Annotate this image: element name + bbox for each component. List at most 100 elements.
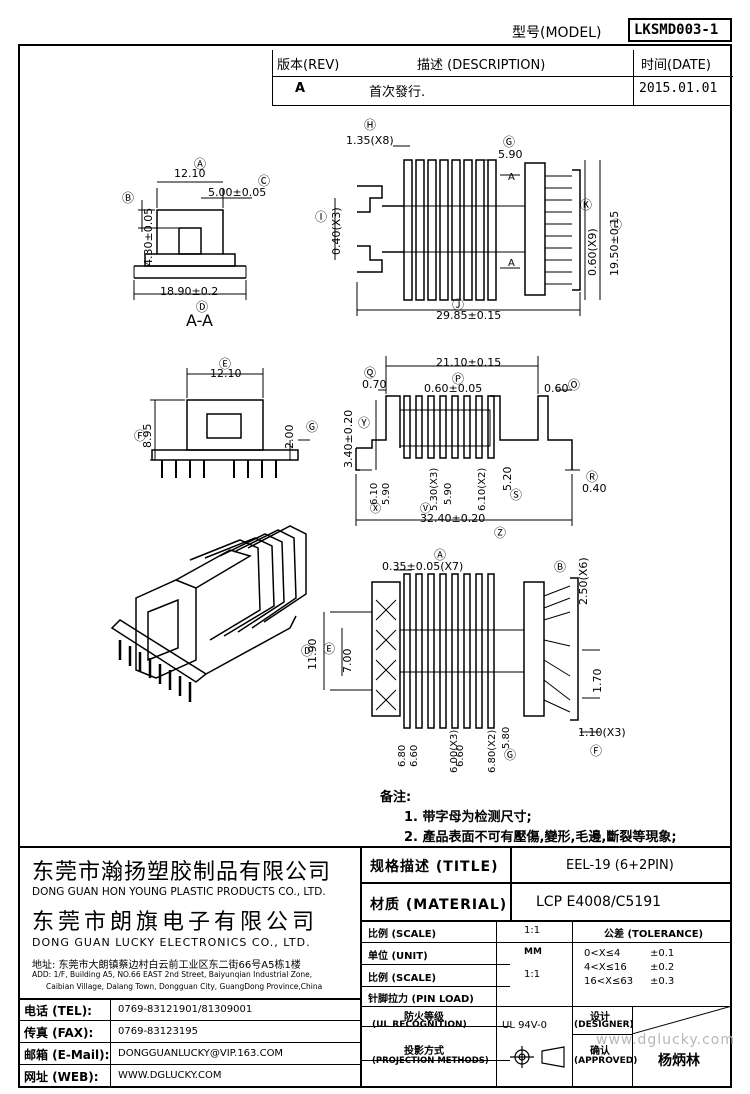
dim-L1: 6.80 [397, 744, 408, 767]
fax-label: 传真 (FAX): [24, 1026, 94, 1040]
dim-D1-circle: Ⓓ [301, 644, 314, 658]
plan-view [334, 145, 601, 316]
notes-title: 备注: [380, 790, 412, 805]
company-name-1-cn: 东莞市瀚扬塑胶制品有限公司 [32, 860, 332, 885]
title-value: EEL-19 (6+2PIN) [566, 858, 674, 873]
notes-line-2: 2. 產品表面不可有壓傷,變形,毛邊,斷裂等現象; [404, 830, 677, 845]
scale2-label: 比例 (SCALE) [368, 973, 437, 984]
date-label: 时间(DATE) [641, 58, 711, 73]
approved-value: 杨炳林 [658, 1053, 700, 1069]
dim-G-circle: Ⓖ [306, 420, 319, 434]
dim-B1: 2.50(X6) [577, 557, 590, 605]
dim-A1: 0.35±0.05(X7) [382, 560, 464, 573]
dim-O-circle: Ⓞ [568, 378, 581, 392]
dim-W: 5.90 [381, 482, 392, 505]
dim-C-circle: Ⓒ [258, 174, 271, 188]
dim-L-circle: Ⓚ [580, 198, 593, 212]
company-address-en-1: ADD: 1/F, Building A5, NO.66 EAST 2nd St… [32, 970, 313, 979]
company-address-en-2: Caibian Village, Dalang Town, Dongguan C… [46, 982, 323, 991]
projection-label-cn: 投影方式 [404, 1046, 444, 1057]
company-address-cn: 地址: 东莞市大朗镇蔡边村白云前工业区东二街66号A5栋1楼 [32, 960, 301, 971]
dim-Z: 32.40±0.20 [420, 512, 486, 525]
unit-label: 单位 (UNIT) [368, 951, 428, 962]
dim-C: 5.00±0.05 [208, 186, 267, 199]
front-view-right-fins [403, 395, 495, 459]
revision-table: 版本(REV) 描述 (DESCRIPTION) 时间(DATE) A 首次發行… [272, 50, 733, 106]
dim-H1: 6.80(X2) [487, 729, 498, 773]
arrow-A-top: A [508, 172, 515, 183]
scale2-value: 1:1 [524, 969, 541, 980]
dim-J-circle: Ⓘ [315, 210, 328, 224]
title-block: 东莞市瀚扬塑胶制品有限公司 DONG GUAN HON YOUNG PLASTI… [18, 846, 735, 1088]
dim-C1-1: 11.90 [306, 638, 319, 671]
notes-line-1: 1. 带字母为检测尺寸; [404, 810, 532, 825]
dim-A: 12.10 [174, 167, 206, 180]
dim-B: 4.30±0.05 [142, 207, 155, 266]
isometric-view [110, 525, 307, 702]
title-label: 规格描述 (TITLE) [370, 859, 499, 875]
dim-I-circle: Ⓗ [364, 118, 377, 132]
tolerance-label: 公差 (TOLERANCE) [604, 929, 704, 940]
scale-label: 比例 (SCALE) [368, 929, 437, 940]
watermark: www.dglucky.com [596, 1032, 735, 1048]
dim-Y-circle: Ⓨ [358, 416, 371, 430]
dim-M-circle: Ⓛ [610, 218, 623, 232]
dim-Z-top: 21.10±0.15 [436, 356, 502, 369]
fax-value: 0769-83123195 [118, 1026, 198, 1037]
dim-E: 12.10 [210, 367, 242, 380]
designer-label-en: (DESIGNER) [574, 1020, 634, 1030]
dim-B-circle: Ⓑ [122, 191, 135, 205]
dim-P-circle: Ⓟ [452, 372, 465, 386]
approved-label-cn: 确认 [590, 1046, 610, 1057]
tol1-range: 0<X≤4 [584, 948, 621, 959]
material-value: LCP E4008/C5191 [536, 894, 662, 910]
web-value[interactable]: WWW.DGLUCKY.COM [118, 1070, 222, 1081]
desc-label: 描述 (DESCRIPTION) [417, 58, 546, 73]
dim-O: 0.60 [544, 382, 569, 395]
dim-I: 1.35(X8) [346, 134, 394, 147]
tel-label: 电话 (TEL): [24, 1004, 92, 1018]
company-name-1-en: DONG GUAN HON YOUNG PLASTIC PRODUCTS CO.… [32, 886, 326, 898]
dim-VUT-circles: Ⓥ [420, 502, 431, 515]
dim-S-circle: Ⓢ [510, 488, 523, 502]
dim-Z-circle: Ⓩ [494, 526, 507, 540]
dim-K: 29.85±0.15 [436, 309, 502, 322]
projection-symbol-icon [508, 1042, 568, 1072]
tol1-value: ±0.1 [650, 948, 675, 959]
drawing-frame [18, 44, 732, 1088]
bottom-view-fins [403, 573, 495, 729]
dim-A-circle: Ⓐ [194, 157, 207, 171]
front-view-left [150, 368, 310, 478]
company-name-2-cn: 东莞市朗旗电子有限公司 [32, 910, 319, 935]
tol2-value: ±0.2 [650, 962, 675, 973]
flame-label-cn: 防火等级 [404, 1012, 444, 1023]
dim-A1-circle: Ⓐ [434, 548, 447, 562]
rev-label: 版本(REV) [277, 58, 340, 73]
dim-E-circle: Ⓔ [219, 357, 232, 371]
dim-T: 6.10(X2) [477, 467, 488, 511]
dim-F: 8.95 [141, 423, 154, 449]
email-label: 邮箱 (E-Mail): [24, 1048, 110, 1062]
web-label: 网址 (WEB): [24, 1070, 99, 1084]
dim-I1: 6.60 [455, 744, 466, 767]
section-label: A-A [186, 311, 213, 330]
dim-F1-circle: Ⓕ [590, 744, 603, 758]
scale-value: 1:1 [524, 925, 541, 936]
flame-label-en: (UL RECOGNITION) [372, 1020, 467, 1030]
dim-XW-circles: Ⓧ [370, 502, 381, 515]
dim-F-circle: Ⓕ [134, 429, 147, 443]
dim-H-circle: Ⓖ [503, 135, 516, 149]
dim-D: 18.90±0.2 [160, 285, 219, 298]
designer-label-cn: 设计 [590, 1012, 610, 1023]
designer-signature-slash [631, 1005, 733, 1035]
dim-H: 5.90 [498, 148, 523, 161]
dim-J: 0.40(X3) [330, 207, 343, 255]
unit-value: MM [524, 947, 542, 957]
plan-view-fins [403, 159, 497, 301]
dim-G: 2.00 [283, 424, 296, 450]
dim-E1-circle: Ⓔ [323, 642, 336, 656]
rev-value: A [295, 81, 306, 96]
model-label: 型号(MODEL) [512, 25, 602, 41]
email-value[interactable]: DONGGUANLUCKY@VIP.163.COM [118, 1048, 284, 1059]
dim-C1-2: 7.00 [341, 648, 354, 674]
